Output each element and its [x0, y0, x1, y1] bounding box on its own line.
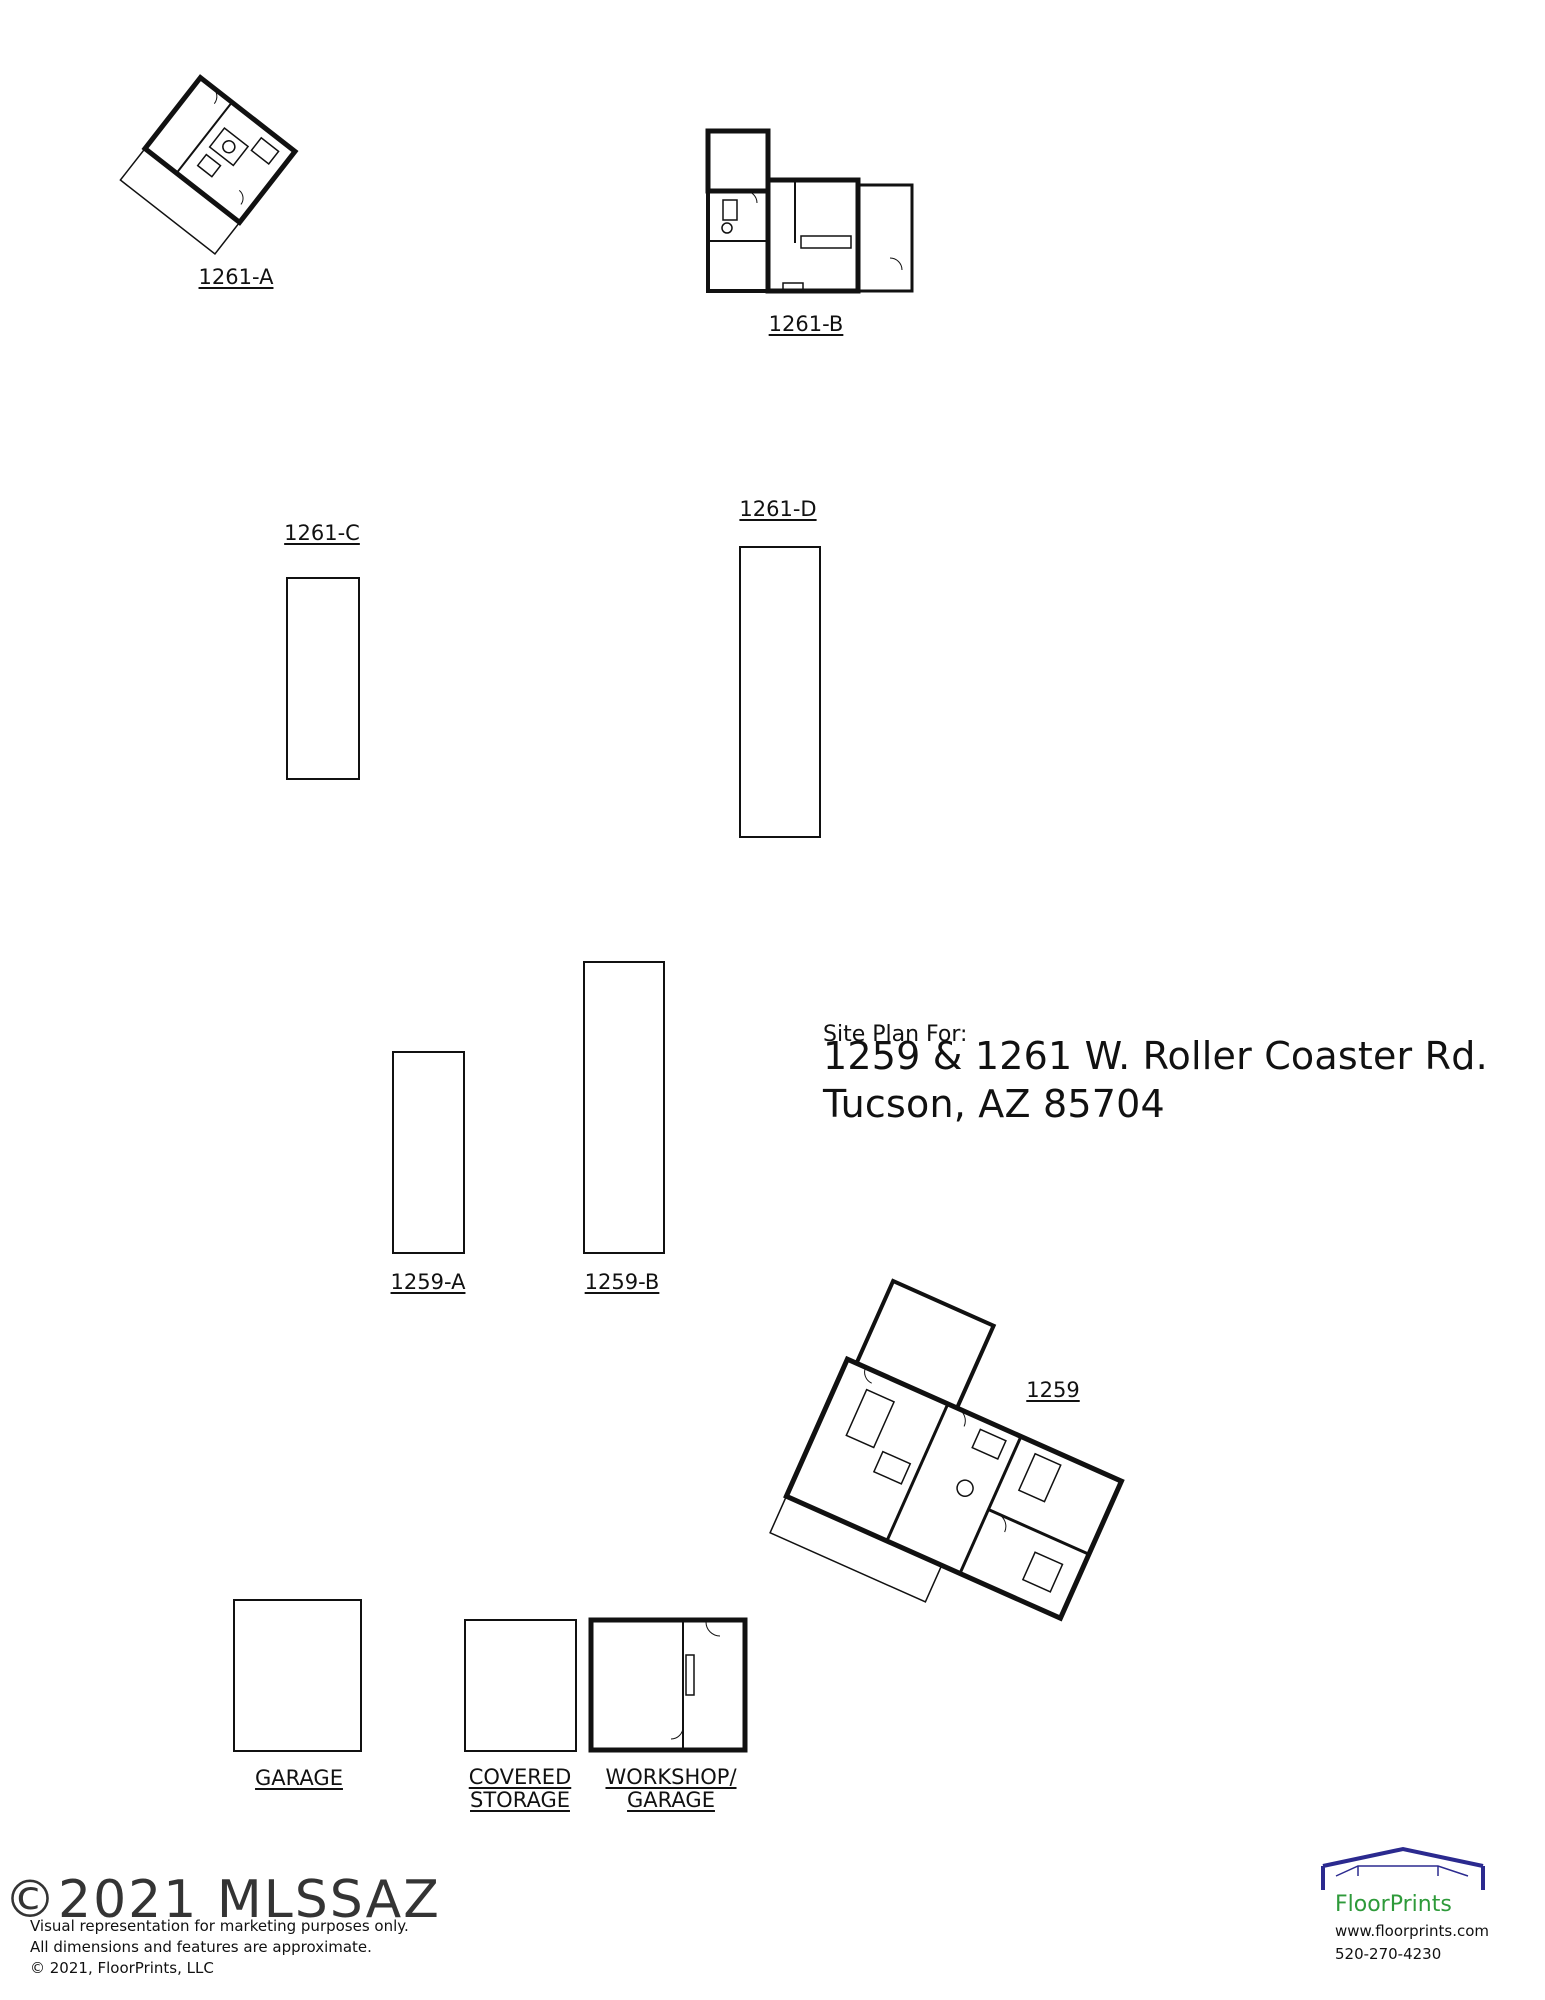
workshop-garage-label-line1: WORKSHOP/: [605, 1765, 737, 1789]
floorprints-logo-icon: [1321, 1846, 1485, 1890]
site-plan-caption: Site Plan For:: [823, 1022, 968, 1047]
unit-1261b-label: 1261-B: [768, 312, 844, 336]
unit-1259-label: 1259: [1026, 1378, 1080, 1402]
brand-website[interactable]: www.floorprints.com: [1335, 1922, 1490, 1940]
garage-label: GARAGE: [255, 1766, 343, 1790]
site-address-line1: 1259 & 1261 W. Roller Coaster Rd.: [823, 1034, 1488, 1078]
workshop-garage-label-line2: GARAGE: [627, 1788, 715, 1812]
covered-storage-label: COVERED STORAGE: [469, 1766, 572, 1812]
disclaimer-line2: All dimensions and features are approxim…: [30, 1938, 372, 1956]
unit-1259b-footprint: [583, 961, 665, 1254]
unit-1261c-footprint: [286, 577, 360, 780]
unit-1259b-label: 1259-B: [584, 1270, 660, 1294]
garage-footprint: [233, 1599, 362, 1752]
unit-1259-floor-plan: [769, 1278, 1125, 1622]
covered-storage-label-line2: STORAGE: [470, 1788, 570, 1812]
unit-1259a-label: 1259-A: [390, 1270, 466, 1294]
unit-1261a-floor-plan: [119, 74, 299, 255]
disclaimer-line1: Visual representation for marketing purp…: [30, 1917, 409, 1935]
unit-1261a-label: 1261-A: [198, 265, 274, 289]
unit-1261b-floor-plan: [705, 128, 914, 294]
unit-1261d-label: 1261-D: [739, 497, 817, 521]
mls-watermark: ©2021 MLSSAZ: [4, 1870, 441, 1930]
unit-1259a-footprint: [392, 1051, 465, 1254]
covered-storage-label-line1: COVERED: [468, 1765, 572, 1789]
site-address-line2: Tucson, AZ 85704: [823, 1082, 1165, 1126]
copyright-line: © 2021, FloorPrints, LLC: [30, 1959, 214, 1977]
workshop-garage-footprint: [588, 1617, 748, 1753]
unit-1261d-footprint: [739, 546, 821, 838]
brand-name: FloorPrints: [1335, 1892, 1452, 1917]
workshop-garage-label: WORKSHOP/ GARAGE: [605, 1766, 736, 1812]
unit-1261c-label: 1261-C: [284, 521, 360, 545]
covered-storage-footprint: [464, 1619, 577, 1752]
brand-phone[interactable]: 520-270-4230: [1335, 1945, 1442, 1963]
